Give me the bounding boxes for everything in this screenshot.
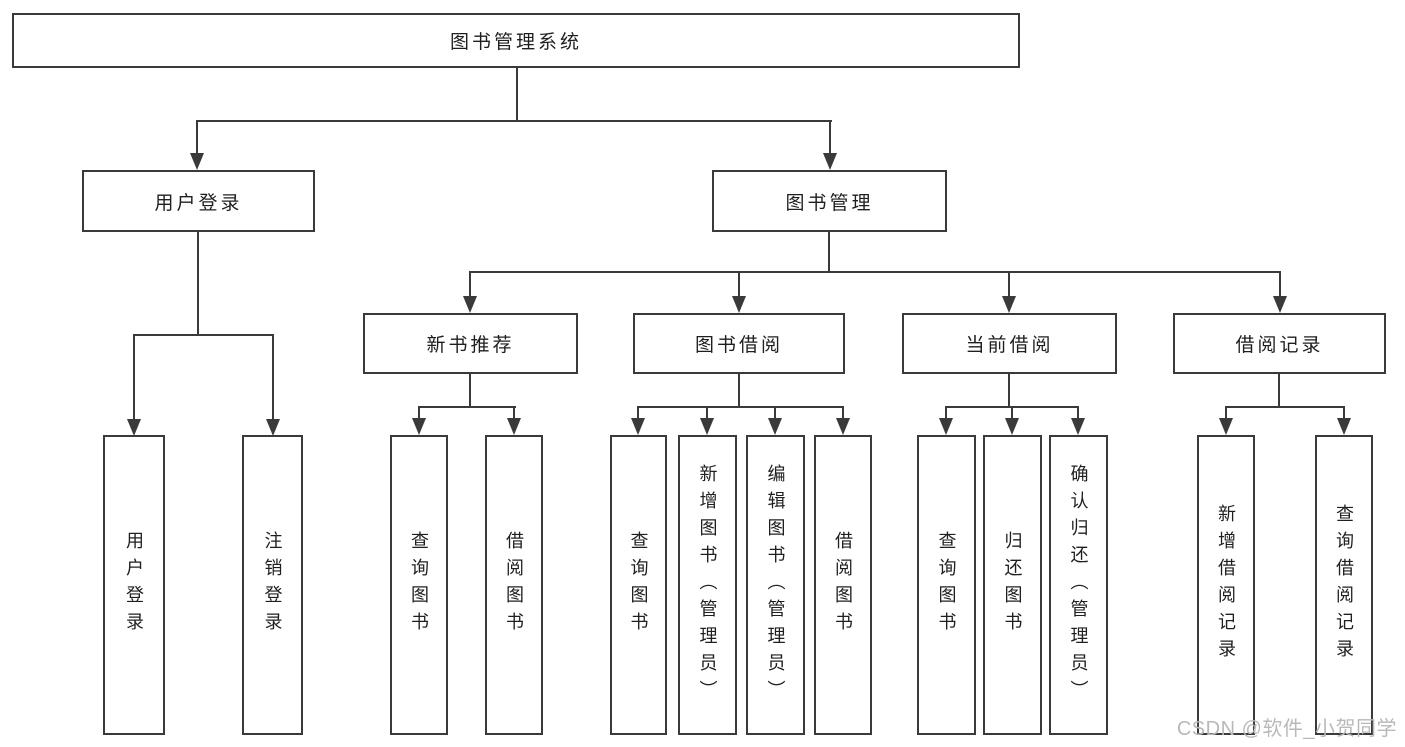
connector-line (637, 406, 639, 422)
connector-line (1011, 406, 1013, 422)
connector-line (272, 334, 274, 422)
connector-line (828, 232, 830, 273)
connector-line (418, 406, 420, 422)
node-new-book-recommendation: 新书推荐 (363, 313, 578, 374)
connector-line (469, 374, 471, 408)
node-root: 图书管理系统 (12, 13, 1020, 68)
node-book-borrowing: 图书借阅 (633, 313, 845, 374)
connector-arrowhead (463, 296, 477, 313)
connector-arrowhead (1273, 296, 1287, 313)
connector-arrowhead (836, 418, 850, 435)
leaf-borrow-add-books-admin: 新增图书（管理员） (678, 435, 737, 735)
leaf-current-return-books: 归还图书 (983, 435, 1042, 735)
connector-arrowhead (412, 418, 426, 435)
connector-line (1077, 406, 1079, 422)
connector-line (842, 406, 844, 422)
connector-arrowhead (732, 296, 746, 313)
leaf-borrow-query-books: 查询图书 (610, 435, 667, 735)
leaf-user-login: 用户登录 (103, 435, 165, 735)
connector-line (1008, 271, 1010, 299)
connector-line (829, 120, 831, 156)
node-book-management: 图书管理 (712, 170, 947, 232)
connector-line (738, 374, 740, 408)
connector-line (133, 334, 135, 422)
connector-arrowhead (823, 153, 837, 170)
connector-line (197, 232, 199, 336)
node-current-borrowing: 当前借阅 (902, 313, 1117, 374)
connector-line (196, 120, 198, 156)
connector-arrowhead (939, 418, 953, 435)
connector-line (1278, 374, 1280, 408)
connector-line (638, 406, 844, 408)
leaf-records-add-record: 新增借阅记录 (1197, 435, 1255, 735)
leaf-borrow-borrow-books: 借阅图书 (814, 435, 872, 735)
connector-line (738, 271, 740, 299)
node-user-login: 用户登录 (82, 170, 315, 232)
leaf-recommend-borrow-books: 借阅图书 (485, 435, 543, 735)
connector-line (418, 406, 516, 408)
connector-arrowhead (700, 418, 714, 435)
leaf-records-query-record: 查询借阅记录 (1315, 435, 1373, 735)
connector-arrowhead (631, 418, 645, 435)
leaf-current-confirm-return-admin: 确认归还（管理员） (1049, 435, 1108, 735)
connector-arrowhead (1219, 418, 1233, 435)
connector-line (1226, 406, 1344, 408)
connector-line (706, 406, 708, 422)
connector-arrowhead (127, 419, 141, 436)
connector-arrowhead (190, 153, 204, 170)
csdn-watermark: CSDN @软件_小贺同学 (1176, 718, 1397, 740)
connector-arrowhead (1071, 418, 1085, 435)
connector-line (133, 334, 274, 336)
connector-line (1279, 271, 1281, 299)
connector-arrowhead (1005, 418, 1019, 435)
connector-arrowhead (1337, 418, 1351, 435)
connector-line (1225, 406, 1227, 422)
connector-line (774, 406, 776, 422)
leaf-borrow-edit-books-admin: 编辑图书（管理员） (746, 435, 805, 735)
connector-arrowhead (1002, 296, 1016, 313)
leaf-recommend-query-books: 查询图书 (390, 435, 448, 735)
connector-line (1008, 374, 1010, 408)
connector-line (469, 271, 1281, 273)
connector-line (469, 271, 471, 299)
connector-line (945, 406, 947, 422)
connector-line (513, 406, 515, 422)
connector-line (1343, 406, 1345, 422)
node-borrowing-records: 借阅记录 (1173, 313, 1386, 374)
connector-line (196, 120, 832, 122)
connector-arrowhead (266, 419, 280, 436)
leaf-logout: 注销登录 (242, 435, 303, 735)
connector-arrowhead (768, 418, 782, 435)
leaf-current-query-books: 查询图书 (917, 435, 976, 735)
connector-line (516, 68, 518, 122)
connector-arrowhead (507, 418, 521, 435)
